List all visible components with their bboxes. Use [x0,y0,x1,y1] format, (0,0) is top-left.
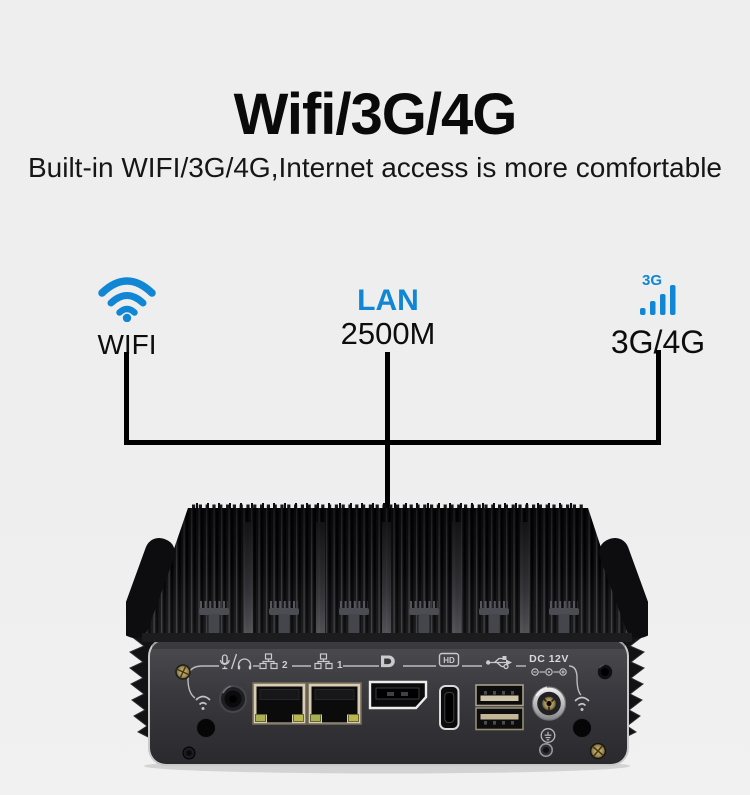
screw-top-left [175,664,191,680]
antenna-hole-right [572,718,592,738]
feature-cellular: 3G 3G/4G [588,272,728,359]
ground-icon [540,728,556,743]
usb-icon [486,656,512,670]
mic-headphone-icon [219,653,252,670]
screw-bottom-right [589,742,607,760]
connector-line-left [124,352,129,442]
ethernet-icon-2 [259,653,278,670]
page-title: Wifi/3G/4G [233,81,518,147]
wifi-antenna-icon-right [574,696,590,711]
fin-clusters [199,601,579,640]
displayport [368,680,428,710]
screw-bottom-left [182,746,196,760]
signal-bars-icon: 3G [640,272,676,315]
screw-ground [538,743,553,758]
signal-badge: 3G [642,272,662,289]
dc-power-jack [531,686,567,721]
hdmi-port [439,685,460,730]
lan-port-1 [307,682,362,725]
audio-jack [219,685,247,713]
lan1-label: 1 [337,660,343,671]
connector-line-horizontal [124,440,661,445]
lan-speed-value: 2500M [340,316,436,351]
dc-polarity-icon [531,668,567,676]
antenna-hole-left [196,718,216,738]
panel-top-shade [152,640,625,649]
lan2-label: 2 [282,660,288,671]
hdmi-badge-label: HD [443,656,455,665]
displayport-icon [381,655,395,668]
heatsink [126,503,648,642]
screw-hole-top-right [597,664,613,680]
lan-port-2 [252,682,307,725]
dc-power-label: DC 12V [529,653,569,665]
wifi-icon [98,277,156,323]
mini-pc-rear-photo: 2 1 [126,503,648,774]
connector-line-right [656,350,661,442]
ethernet-icon-1 [314,653,333,670]
page-subtitle: Built-in WIFI/3G/4G,Internet access is m… [27,152,722,183]
wifi-antenna-icon-left [195,695,211,710]
feature-lan: LAN 2500M [318,284,458,351]
feature-wifi: WIFI [57,274,197,361]
etched-lines [187,665,582,699]
usb-ports [475,684,524,731]
hdmi-icon: HD [438,652,460,667]
lan-heading: LAN [357,284,419,317]
connector-line-center [385,352,390,514]
